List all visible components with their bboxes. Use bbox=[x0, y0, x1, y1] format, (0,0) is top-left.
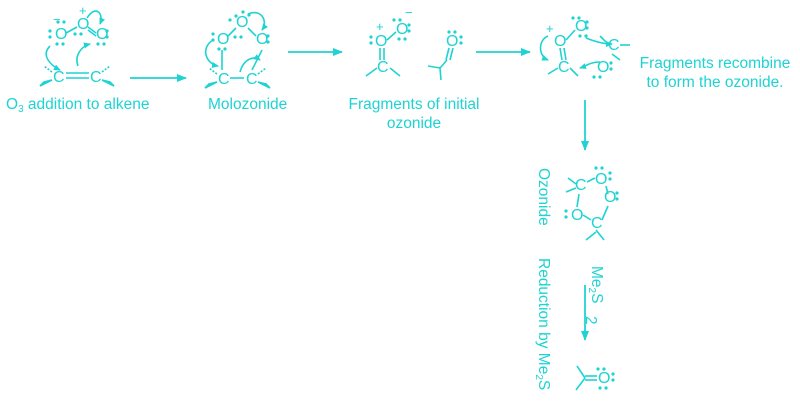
molozonide-top-o: O bbox=[236, 14, 248, 31]
reagent-label-s: S bbox=[588, 293, 605, 304]
step4-caption-line1: Fragments recombine bbox=[639, 55, 791, 72]
step3-caption-line1: Fragments of initial bbox=[348, 96, 480, 113]
alkene-left-c: C bbox=[53, 69, 65, 86]
recomb-c1: C bbox=[558, 59, 570, 76]
step2-structure: O O O C C bbox=[204, 10, 271, 89]
ozonide-bottom-o: O bbox=[571, 207, 583, 224]
step4-caption: Fragments recombine to form the ozonide. bbox=[632, 54, 798, 92]
reduction-label-s: S bbox=[535, 379, 552, 391]
step4-caption-line2: to form the ozonide. bbox=[646, 74, 784, 91]
ozonide-top-o: O bbox=[595, 171, 607, 188]
step1-caption: O3 addition to alkene bbox=[6, 95, 150, 115]
step2-caption: Molozonide bbox=[208, 96, 288, 113]
step1-structure: O O O + − C C bbox=[39, 3, 115, 87]
molozonide-left-c: C bbox=[218, 71, 230, 88]
minus-charge: − bbox=[53, 12, 61, 27]
recomb-o2: O bbox=[575, 18, 587, 35]
step1-caption-sub: 3 bbox=[18, 104, 24, 115]
reagent-count: 2 bbox=[582, 316, 599, 325]
step3-caption-line2: ozonide bbox=[386, 115, 442, 132]
molozonide-left-o: O bbox=[217, 31, 229, 48]
carbonyl-o: O bbox=[446, 33, 458, 50]
ozonide-bottom-c: C bbox=[591, 215, 603, 232]
o3-right-o: O bbox=[96, 26, 108, 43]
ozonide-top-c: C bbox=[575, 177, 587, 194]
ozonide-label: Ozonide bbox=[535, 168, 552, 226]
step1-caption-o: O bbox=[6, 96, 19, 113]
o3-left-o: O bbox=[55, 26, 67, 43]
reduction-label: Reduction by Me2S bbox=[533, 258, 553, 391]
molozonide-right-o: O bbox=[256, 31, 268, 48]
o3-center-o: O bbox=[77, 16, 89, 33]
ozonide-right-o: O bbox=[604, 189, 616, 206]
reagent-label-me: Me bbox=[588, 266, 605, 288]
carbonyl-product: O bbox=[575, 365, 615, 391]
carbonyl-oxide-minus: − bbox=[405, 5, 413, 20]
carbonyl-oxide-o2: O bbox=[396, 21, 408, 38]
plus-charge: + bbox=[79, 3, 87, 18]
product-o: O bbox=[598, 370, 610, 387]
alkene-right-c: C bbox=[90, 69, 102, 86]
recomb-plus: + bbox=[546, 21, 554, 36]
step4-structure: O O + C C O bbox=[539, 16, 630, 79]
reduction-label-text: Reduction by Me bbox=[535, 258, 552, 375]
recomb-o3: O bbox=[597, 59, 609, 76]
recomb-o1: O bbox=[554, 33, 566, 50]
step1-caption-rest: addition to alkene bbox=[23, 96, 150, 113]
carbonyl-oxide-c: C bbox=[377, 59, 389, 76]
carbonyl-oxide-o1: O bbox=[375, 33, 387, 50]
recomb-c2: C bbox=[608, 37, 620, 54]
ozonide-structure: O O O C C bbox=[564, 166, 619, 241]
reagent-label: Me2S bbox=[586, 266, 606, 304]
carbonyl-oxide-plus: + bbox=[376, 19, 384, 34]
step3-caption: Fragments of initial ozonide bbox=[338, 95, 490, 133]
molozonide-right-c: C bbox=[246, 71, 258, 88]
lone-pairs bbox=[48, 20, 109, 46]
step3-structure: O O + − C O bbox=[365, 5, 463, 81]
